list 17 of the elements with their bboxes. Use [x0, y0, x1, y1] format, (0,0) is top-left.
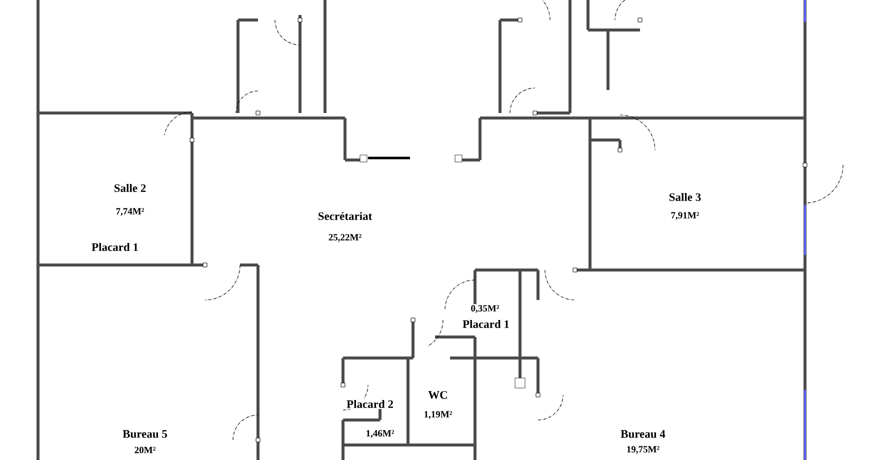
room-name: Bureau 4 — [620, 429, 666, 439]
room-name: Salle 2 — [112, 182, 148, 194]
room-name: Placard 1 — [90, 242, 140, 252]
area-label: 20M² — [133, 446, 157, 454]
area-label: 1,46M² — [364, 429, 396, 439]
room-name: Salle 3 — [668, 192, 702, 202]
area-label: 7,91M² — [670, 211, 700, 221]
room-name: Bureau 5 — [122, 429, 168, 439]
room-name: Placard 2 — [346, 398, 394, 410]
area-label: 25,22M² — [327, 233, 363, 243]
area-label: 0,35M² — [470, 304, 500, 314]
room-name: Secrétariat — [316, 210, 374, 222]
area-label: 1,19M² — [422, 410, 454, 420]
area-label: 19,75M² — [625, 445, 661, 455]
room-name: Placard 1 — [462, 318, 510, 330]
area-label: 7,74M² — [114, 207, 146, 217]
room-name: WC — [427, 390, 449, 400]
